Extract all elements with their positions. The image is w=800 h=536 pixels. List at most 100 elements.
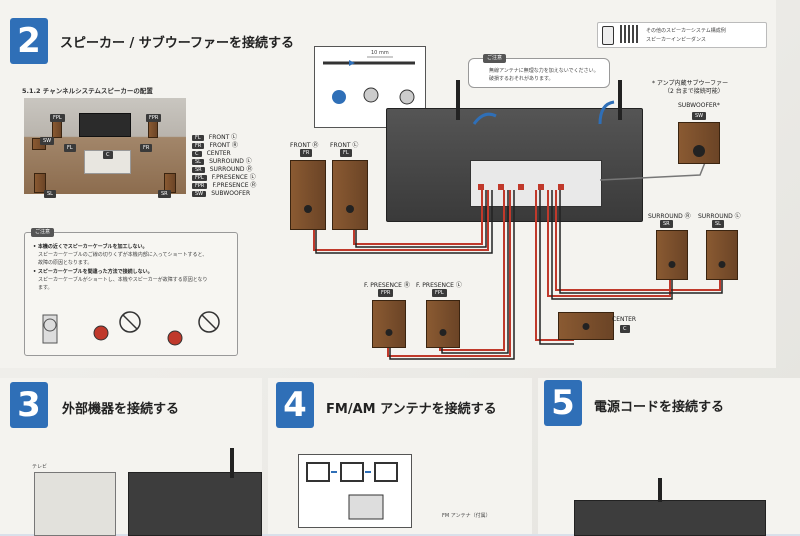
section-2-title: スピーカー / サブウーファーを接続する: [60, 36, 295, 51]
receiver-section-3: [128, 472, 262, 536]
front-r-label: FRONT Ⓡ: [290, 142, 319, 149]
fpresence-l-label: F. PRESENCE Ⓛ: [416, 282, 462, 289]
legend-row: C CENTER: [192, 140, 231, 159]
layout-subheading: 5.1.2 チャンネルシステムスピーカーの配置: [22, 87, 153, 95]
legend-name: CENTER: [206, 150, 231, 157]
speaker-front-r: [290, 160, 326, 230]
wire-dimension: 10 mm: [371, 50, 389, 56]
subwoofer-note-2: （2 台まで接続可能）: [664, 88, 724, 95]
antenna-section-3: [230, 448, 234, 478]
speaker-surround-r: [656, 230, 688, 280]
legend-name: FRONT Ⓛ: [208, 134, 238, 141]
room-badge-sw: SW: [40, 137, 55, 145]
receiver-section-5: [574, 500, 766, 536]
legend-code: C: [192, 151, 202, 157]
room-badge-sr: SR: [158, 190, 171, 198]
front-l-badge: FL: [340, 149, 352, 157]
subwoofer-note-1: * アンプ内蔵サブウーファー: [652, 80, 729, 87]
caution-line-3: 故障の原因となります。: [33, 260, 93, 266]
step-number-4: 4: [276, 382, 314, 428]
am-antenna-box: [298, 454, 412, 528]
legend-row: SW SUBWOOFER: [192, 180, 250, 199]
rotate-arrow-icon: [598, 100, 615, 125]
subwoofer-label: SUBWOOFER*: [678, 102, 720, 109]
subwoofer-badge: SW: [692, 112, 707, 120]
speaker-fpresence-l: [426, 300, 460, 348]
antenna-caution-tag: ご注意: [483, 54, 507, 63]
section-4-title: FM/AM アンテナを接続する: [326, 402, 497, 417]
legend-name: SUBWOOFER: [211, 190, 251, 197]
step-number-2: 2: [10, 18, 48, 64]
surround-r-badge: SR: [660, 220, 673, 228]
tv-label: テレビ: [32, 464, 48, 470]
no-symbol-icon: [119, 311, 220, 333]
caution-illustrations: [42, 311, 220, 346]
speaker-center: [558, 312, 614, 340]
surround-l-label: SURROUND Ⓛ: [698, 213, 741, 220]
terminal-illustration: [93, 325, 183, 346]
legend-row: SL SURROUND Ⓛ: [192, 148, 252, 167]
room-speaker-sl: [34, 173, 46, 193]
fm-antenna-label: FM アンテナ（付属）: [442, 513, 491, 519]
antenna-caution-line-2: 破損するおそれがあります。: [489, 76, 554, 82]
legend-name: SURROUND Ⓡ: [209, 166, 253, 173]
antenna-left: [456, 80, 460, 120]
section-3-title: 外部機器を接続する: [62, 402, 180, 417]
antenna-right: [618, 80, 622, 120]
fpresence-r-badge: FPR: [378, 289, 394, 297]
qr-label-2: スピーカーインピーダンス: [646, 37, 706, 43]
step-number-5: 5: [544, 380, 582, 426]
step-number-3: 3: [10, 382, 48, 428]
legend-code: FPL: [192, 175, 207, 181]
legend-row: FPL F.PRESENCE Ⓛ: [192, 164, 256, 183]
room-badge-fpr: FPR: [146, 114, 162, 122]
front-r-badge: FR: [300, 149, 313, 157]
speaker-cables: [313, 100, 723, 360]
legend-name: F.PRESENCE Ⓡ: [212, 182, 257, 189]
legend-name: SURROUND Ⓛ: [209, 158, 252, 165]
antenna-caution-bubble: ご注意 無線アンテナに無理な力を加えないでください。 破損するおそれがあります。: [468, 54, 610, 88]
room-badge-c: C: [103, 151, 113, 159]
caution-line-5: スピーカーケーブルがショートし、本機やスピーカーが故障する原因となり: [33, 277, 208, 283]
legend-code: FPR: [192, 183, 208, 189]
tv-icon: [79, 113, 131, 137]
speaker-front-l: [332, 160, 368, 230]
room-badge-fl: FL: [64, 144, 76, 152]
speaker-surround-l: [706, 230, 738, 280]
caution-line-6: ます。: [33, 285, 53, 291]
caution-box: ご注意 • 本機の近くでスピーカーケーブルを加工しない。 スピーカーケーブルのご…: [24, 228, 238, 356]
room-badge-fpl: FPL: [50, 114, 65, 122]
qr-label-1: その他のスピーカーシステム構成例: [646, 28, 726, 34]
caution-line-4: • スピーカーケーブルを間違った方法で接続しない。: [33, 269, 153, 275]
caution-line-2: スピーカーケーブルのご線の切りくずが本機内部に入ってショートすると、: [33, 252, 208, 258]
speaker-fpresence-r: [372, 300, 406, 348]
front-l-label: FRONT Ⓛ: [330, 142, 359, 149]
fpresence-l-badge: FPL: [432, 289, 447, 297]
center-badge: C: [620, 325, 630, 333]
speaker-subwoofer: [678, 122, 720, 164]
wire-strip-drawing: [323, 56, 415, 105]
antenna-section-5: [658, 478, 662, 502]
legend-code: FR: [192, 143, 205, 149]
legend-code: FL: [192, 135, 204, 141]
qr-info-box: その他のスピーカーシステム構成例 スピーカーインピーダンス: [597, 22, 767, 48]
phone-icon: [602, 26, 614, 45]
legend-name: FRONT Ⓡ: [209, 142, 238, 149]
surround-r-label: SURROUND Ⓡ: [648, 213, 691, 220]
fpresence-r-label: F. PRESENCE Ⓡ: [364, 282, 410, 289]
legend-row: SR SURROUND Ⓡ: [192, 156, 252, 175]
qr-code-icon[interactable]: [620, 25, 638, 43]
legend-row: FL FRONT Ⓛ: [192, 124, 237, 143]
tv-box: [34, 472, 116, 536]
caution-tag: ご注意: [31, 228, 55, 237]
cable-cutting-illustration: [42, 314, 58, 344]
legend-row: FPR F.PRESENCE Ⓡ: [192, 172, 256, 191]
room-badge-fr: FR: [140, 144, 153, 152]
am-antenna-assembly: [306, 462, 398, 520]
room-badge-sl: SL: [44, 190, 56, 198]
legend-row: FR FRONT Ⓡ: [192, 132, 238, 151]
center-label: CENTER: [612, 316, 637, 323]
section-5-title: 電源コードを接続する: [594, 400, 725, 415]
antenna-caution-line-1: 無線アンテナに無理な力を加えないでください。: [489, 68, 599, 74]
